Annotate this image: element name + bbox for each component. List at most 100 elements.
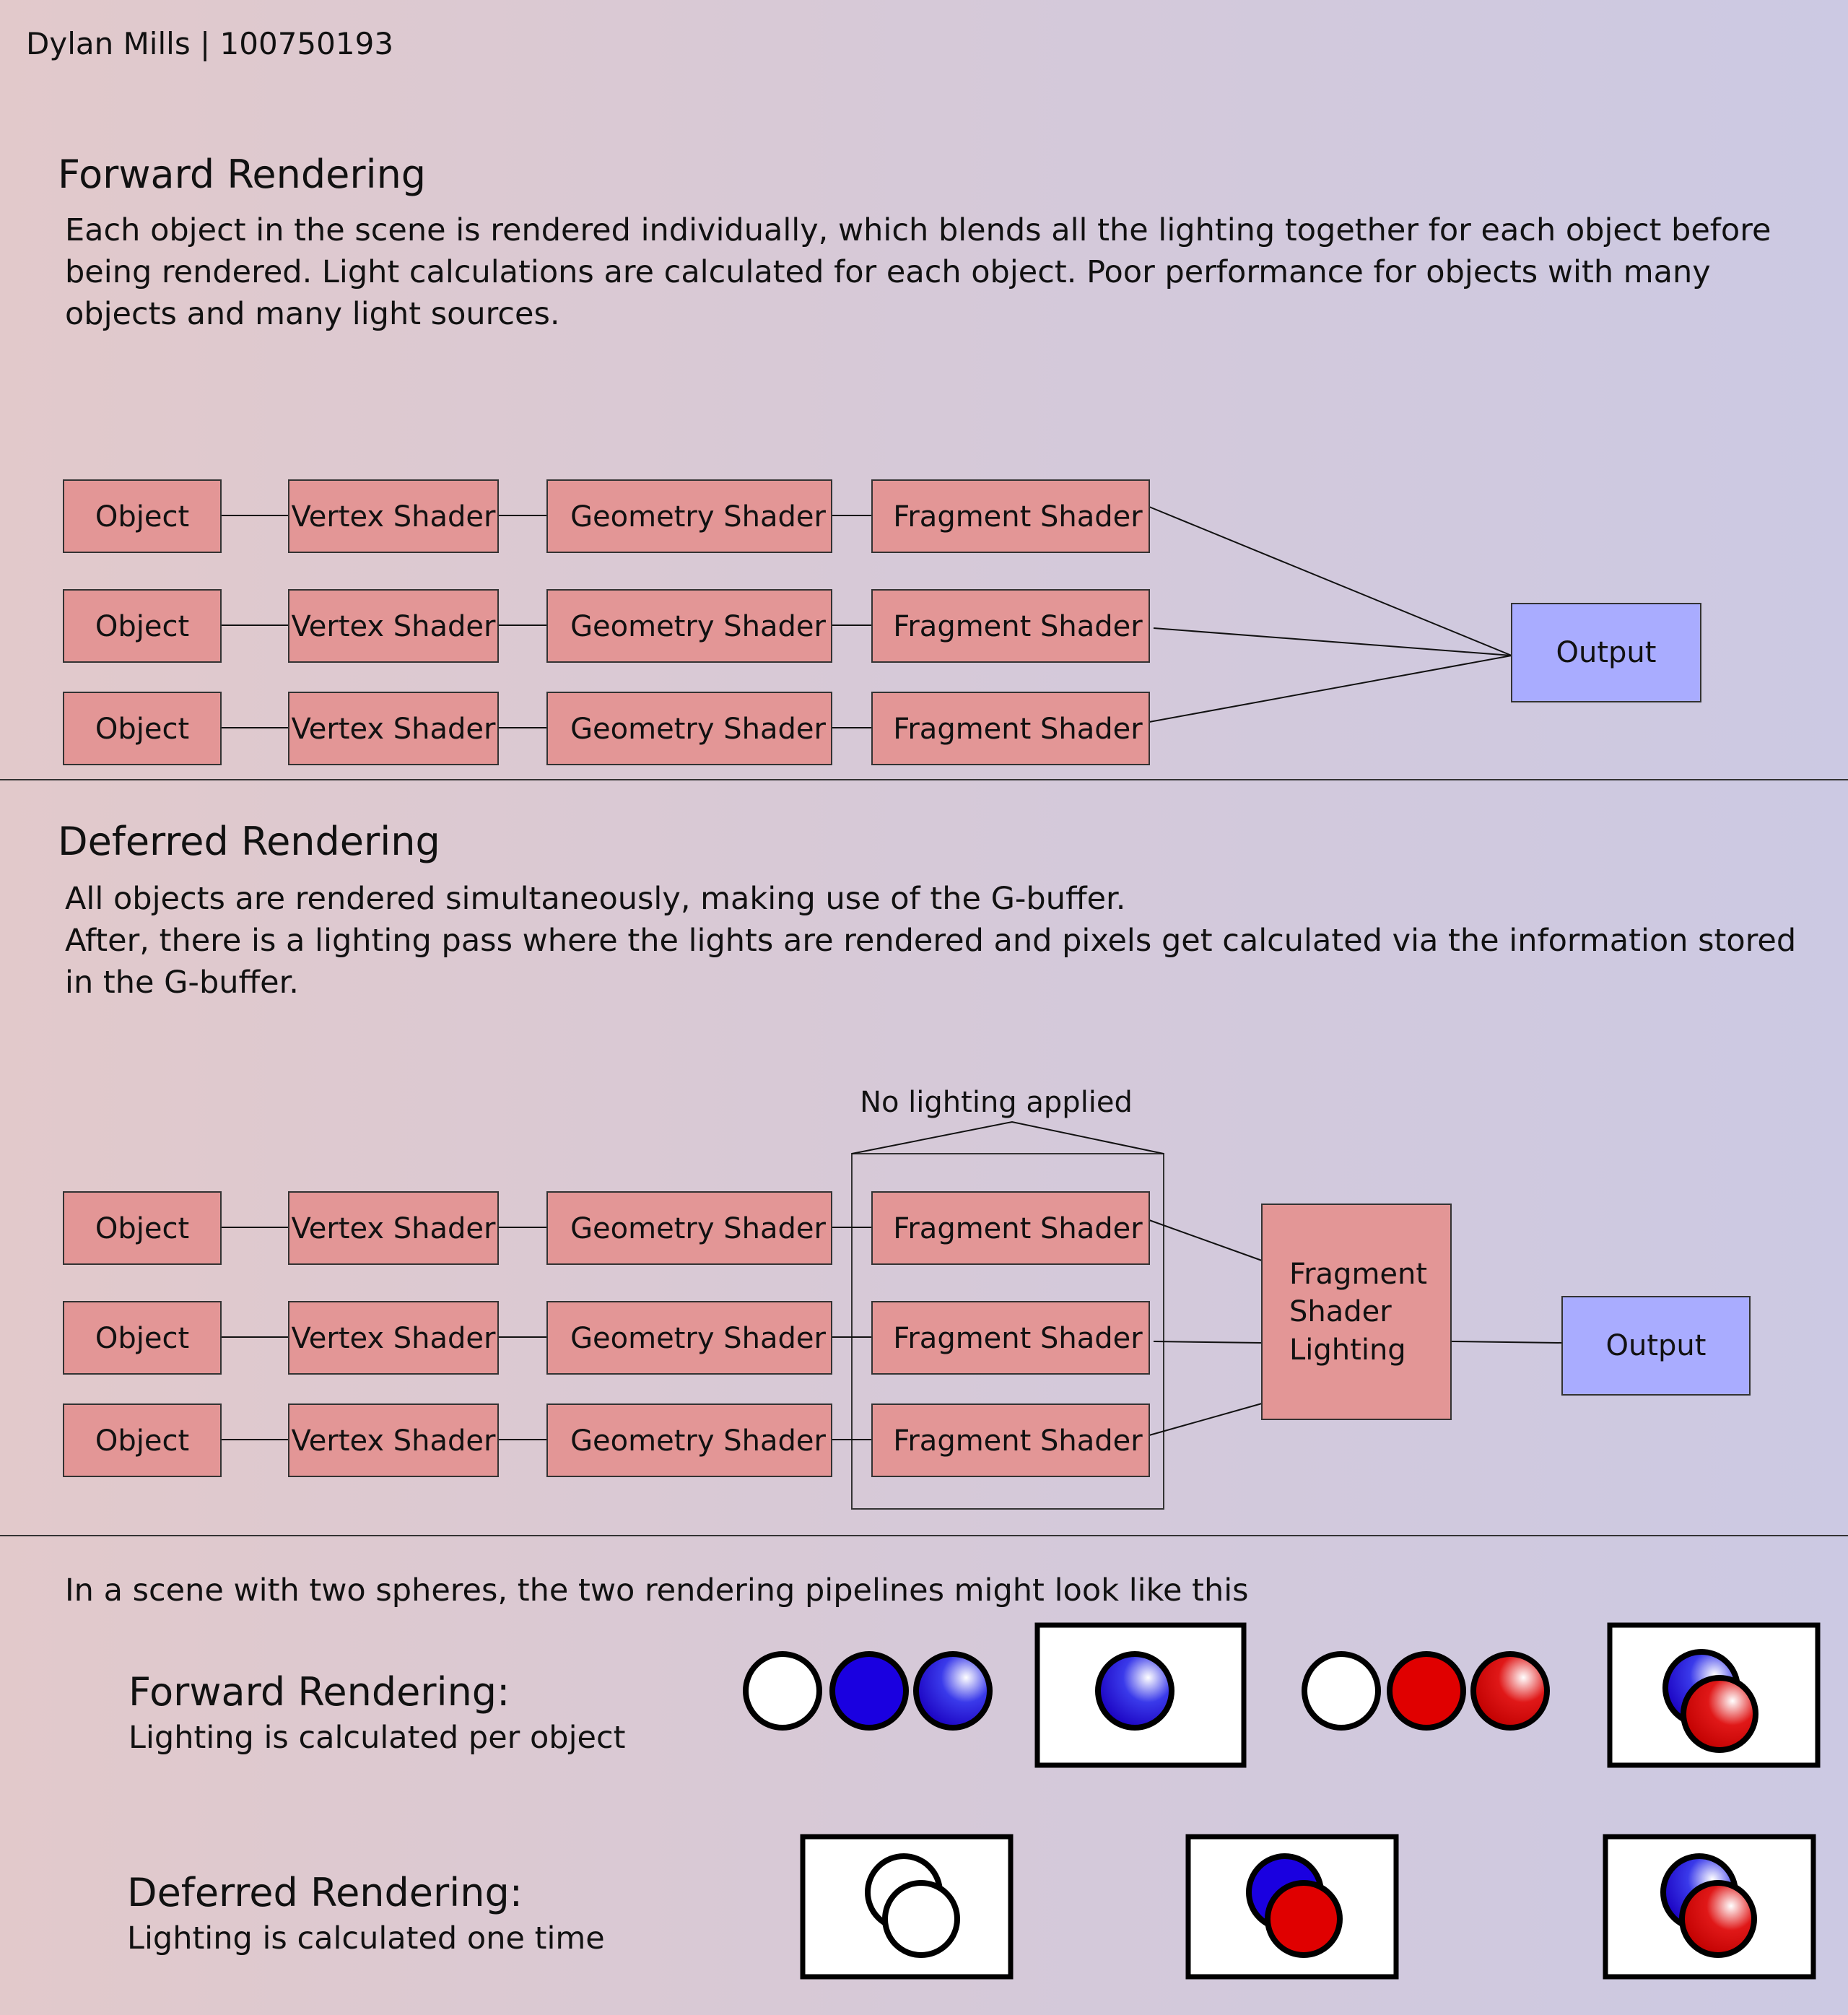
fragment-shader-label: Fragment Shader: [893, 1424, 1143, 1458]
lighting-label-line-3: Lighting: [1289, 1333, 1406, 1367]
lighting-label-line-2: Shader: [1289, 1295, 1392, 1328]
deferred-connectors: [221, 1219, 1563, 1440]
geometry-shader-label: Geometry Shader: [570, 1322, 826, 1355]
object-box: Object: [63, 1301, 222, 1375]
forward-result-frame: [1607, 1622, 1821, 1768]
white-sphere-icon: [882, 1880, 960, 1958]
lit-red-sphere-icon: [1679, 1880, 1757, 1958]
deferred-pipeline: No lighting applied Object Vertex Shader…: [63, 1086, 1751, 1510]
vertex-shader-label: Vertex Shader: [292, 713, 497, 746]
forward-title: Forward Rendering: [58, 152, 427, 197]
geometry-shader-box: Geometry Shader: [546, 692, 832, 765]
geometry-shader-box: Geometry Shader: [546, 589, 832, 663]
fragment-shader-label: Fragment Shader: [893, 1212, 1143, 1245]
vertex-shader-label: Vertex Shader: [292, 1424, 497, 1458]
white-sphere-icon: [1302, 1651, 1381, 1731]
object-label: Object: [95, 500, 189, 534]
lit-blue-sphere-icon: [913, 1651, 993, 1731]
forward-pipeline: Object Vertex Shader Geometry Shader Fra…: [63, 479, 1701, 765]
comparison-deferred-title: Deferred Rendering:: [127, 1870, 523, 1915]
fragment-shader-lighting-box: Fragment Shader Lighting: [1261, 1204, 1452, 1420]
fragment-shader-label: Fragment Shader: [893, 713, 1143, 746]
lit-red-sphere-icon: [1470, 1651, 1550, 1731]
geometry-shader-label: Geometry Shader: [570, 1212, 826, 1245]
forward-row-1: Object Vertex Shader Geometry Shader Fra…: [63, 479, 1150, 553]
object-box: Object: [63, 692, 222, 765]
object-label: Object: [95, 1212, 189, 1245]
fragment-shader-label: Fragment Shader: [893, 1322, 1143, 1355]
red-sphere-icon: [1387, 1651, 1466, 1731]
comparison-deferred-sub: Lighting is calculated one time: [127, 1920, 605, 1957]
section-divider: [0, 779, 1848, 780]
deferred-geometry-frame: [800, 1834, 1014, 1980]
fragment-shader-label: Fragment Shader: [893, 500, 1143, 534]
fragment-shader-box: Fragment Shader: [871, 589, 1150, 663]
fragment-shader-box: Fragment Shader: [871, 479, 1150, 553]
object-box: Object: [63, 1191, 222, 1265]
white-sphere-icon: [743, 1651, 822, 1731]
vertex-shader-label: Vertex Shader: [292, 1212, 497, 1245]
forward-row-3: Object Vertex Shader Geometry Shader Fra…: [63, 692, 1150, 765]
object-label: Object: [95, 713, 189, 746]
deferred-row-1: Object Vertex Shader Geometry Shader Fra…: [63, 1191, 1150, 1265]
object-box: Object: [63, 1403, 222, 1477]
vertex-shader-label: Vertex Shader: [292, 1322, 497, 1355]
lighting-label-line-1: Fragment: [1289, 1258, 1427, 1291]
deferred-frame-row: [800, 1834, 1816, 1980]
lit-blue-sphere-icon: [1095, 1651, 1174, 1731]
geometry-shader-box: Geometry Shader: [546, 1403, 832, 1477]
fragment-shader-box: Fragment Shader: [871, 1191, 1150, 1265]
deferred-row-2: Object Vertex Shader Geometry Shader Fra…: [63, 1301, 1150, 1375]
deferred-row-3: Object Vertex Shader Geometry Shader Fra…: [63, 1403, 1150, 1477]
vertex-shader-label: Vertex Shader: [292, 500, 497, 534]
forward-output-box: Output: [1511, 603, 1701, 702]
output-label: Output: [1606, 1329, 1707, 1362]
geometry-shader-label: Geometry Shader: [570, 713, 826, 746]
deferred-description-1: All objects are rendered simultaneously,…: [65, 881, 1126, 917]
blue-sphere-icon: [829, 1651, 909, 1731]
object-box: Object: [63, 589, 222, 663]
deferred-description-2: After, there is a lighting pass where th…: [65, 923, 1797, 1001]
comparison-forward-title: Forward Rendering:: [128, 1669, 510, 1715]
red-sphere-icon: [1265, 1880, 1343, 1958]
comparison-intro: In a scene with two spheres, the two ren…: [65, 1572, 1249, 1609]
author-label: Dylan Mills | 100750193: [26, 26, 394, 61]
forward-sphere-row: [743, 1622, 1821, 1768]
object-box: Object: [63, 479, 222, 553]
section-divider: [0, 1535, 1848, 1536]
forward-connectors: [221, 506, 1512, 728]
fragment-shader-box: Fragment Shader: [871, 692, 1150, 765]
vertex-shader-box: Vertex Shader: [288, 1301, 499, 1375]
vertex-shader-box: Vertex Shader: [288, 479, 499, 553]
object-label: Object: [95, 1424, 189, 1458]
object-label: Object: [95, 610, 189, 643]
forward-blue-frame: [1034, 1622, 1247, 1768]
vertex-shader-box: Vertex Shader: [288, 1403, 499, 1477]
geometry-shader-box: Geometry Shader: [546, 1191, 832, 1265]
geometry-shader-label: Geometry Shader: [570, 610, 826, 643]
lit-red-sphere-icon: [1681, 1675, 1758, 1753]
fragment-shader-label: Fragment Shader: [893, 610, 1143, 643]
fragment-shader-box: Fragment Shader: [871, 1301, 1150, 1375]
output-label: Output: [1556, 636, 1657, 669]
vertex-shader-box: Vertex Shader: [288, 692, 499, 765]
deferred-color-frame: [1185, 1834, 1399, 1980]
vertex-shader-box: Vertex Shader: [288, 1191, 499, 1265]
no-lighting-label: No lighting applied: [860, 1086, 1133, 1119]
comparison-forward-sub: Lighting is calculated per object: [128, 1720, 626, 1756]
deferred-title: Deferred Rendering: [58, 819, 440, 864]
no-lighting-group: No lighting applied: [851, 1086, 1164, 1510]
geometry-shader-label: Geometry Shader: [570, 1424, 826, 1458]
forward-row-2: Object Vertex Shader Geometry Shader Fra…: [63, 589, 1150, 663]
vertex-shader-label: Vertex Shader: [292, 610, 497, 643]
geometry-shader-label: Geometry Shader: [570, 500, 826, 534]
forward-description: Each object in the scene is rendered ind…: [65, 212, 1771, 332]
vertex-shader-box: Vertex Shader: [288, 589, 499, 663]
deferred-output-box: Output: [1561, 1296, 1751, 1396]
geometry-shader-box: Geometry Shader: [546, 1301, 832, 1375]
geometry-shader-box: Geometry Shader: [546, 479, 832, 553]
deferred-result-frame: [1603, 1834, 1816, 1980]
fragment-shader-box: Fragment Shader: [871, 1403, 1150, 1477]
object-label: Object: [95, 1322, 189, 1355]
